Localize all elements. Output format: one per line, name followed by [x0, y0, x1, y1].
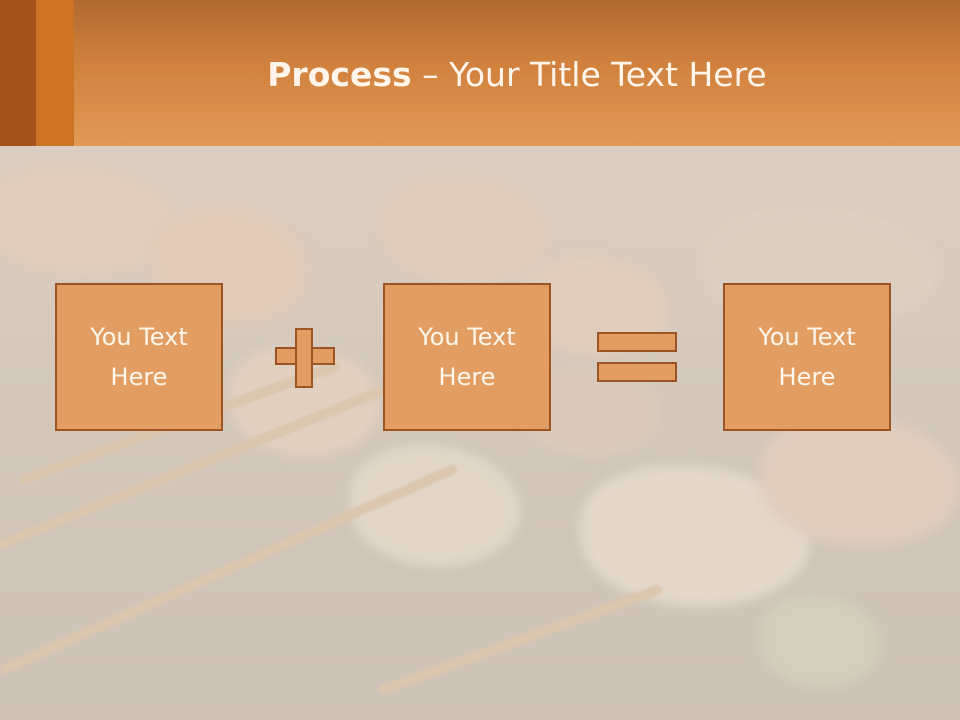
plus-icon	[275, 328, 335, 388]
process-box-3: You Text Here	[723, 283, 891, 431]
title-bar: Process – Your Title Text Here	[0, 0, 960, 146]
process-box-2: You Text Here	[383, 283, 551, 431]
equals-icon	[597, 332, 677, 384]
process-box-1-label: You Text Here	[90, 323, 188, 391]
slide-title: Process – Your Title Text Here	[74, 54, 960, 96]
slide-title-rest: – Your Title Text Here	[411, 55, 767, 94]
process-box-1: You Text Here	[55, 283, 223, 431]
header-accent-stripe-dark	[0, 0, 36, 146]
slide-title-bold: Process	[267, 55, 412, 94]
process-box-3-label: You Text Here	[758, 323, 856, 391]
header-accent-stripe-light	[36, 0, 74, 146]
background-photo	[0, 146, 960, 720]
process-box-2-label: You Text Here	[418, 323, 516, 391]
